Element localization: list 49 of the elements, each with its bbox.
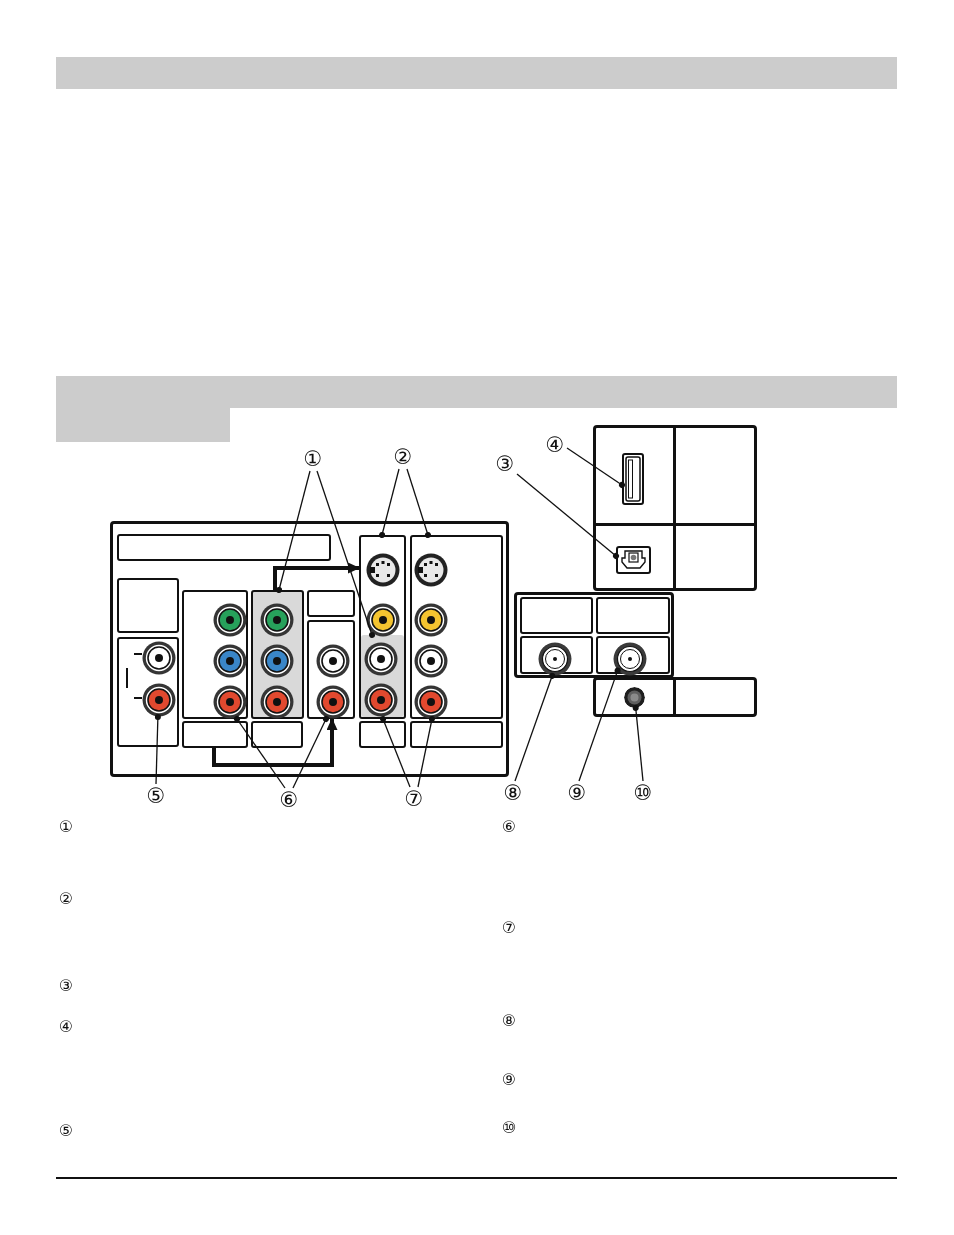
jack-panel [307, 620, 355, 719]
callout-number: ⑨ [500, 1069, 518, 1091]
leader-line [292, 716, 329, 789]
callout-number: ⑨ [565, 781, 589, 805]
leader-line [379, 468, 400, 538]
optical-port-icon [616, 546, 651, 574]
callout-number: ③ [493, 452, 517, 476]
leader-line [380, 716, 411, 788]
callout-number: ⑦ [500, 917, 518, 939]
leader-line [514, 672, 556, 782]
callout-number: ③ [57, 975, 75, 997]
leader-line [234, 716, 286, 789]
callout-number: ⑤ [144, 784, 168, 808]
leader-line [154, 714, 161, 785]
leader-line [578, 667, 621, 782]
callout-number: ⑧ [500, 1010, 518, 1032]
shaded-jack-area [361, 635, 404, 717]
jack-panel [359, 535, 406, 719]
rca-jack-icon [142, 683, 176, 717]
jack-panel [410, 535, 503, 719]
leader-line [316, 470, 375, 638]
callout-number: ② [57, 888, 75, 910]
coaxial-jack-icon [613, 642, 647, 676]
leader-line [417, 716, 435, 788]
callout-number: ⑩ [631, 781, 655, 805]
label-frame [182, 721, 248, 748]
callout-number: ⑤ [57, 1120, 75, 1142]
callout-number: ② [391, 445, 415, 469]
callout-number: ④ [543, 433, 567, 457]
jack-panel [182, 590, 248, 719]
callout-number: ① [301, 447, 325, 471]
callout-number: ① [57, 816, 75, 838]
callout-number: ⑧ [501, 781, 525, 805]
mini-jack-icon [624, 687, 645, 708]
leader-line [406, 468, 431, 538]
callout-number: ④ [57, 1016, 75, 1038]
jack-panel [251, 590, 304, 719]
callout-number: ⑥ [500, 816, 518, 838]
leader-line [632, 704, 644, 782]
leader-line [276, 470, 311, 593]
arrow [273, 562, 360, 590]
arrow [212, 718, 338, 767]
callout-number: ⑦ [402, 787, 426, 811]
leader-line [516, 473, 619, 559]
callout-number: ⑥ [277, 788, 301, 812]
callout-number: ⑩ [500, 1117, 518, 1139]
coaxial-jack-icon [538, 642, 572, 676]
leader-line [566, 447, 625, 488]
usb-port-icon [622, 453, 644, 505]
